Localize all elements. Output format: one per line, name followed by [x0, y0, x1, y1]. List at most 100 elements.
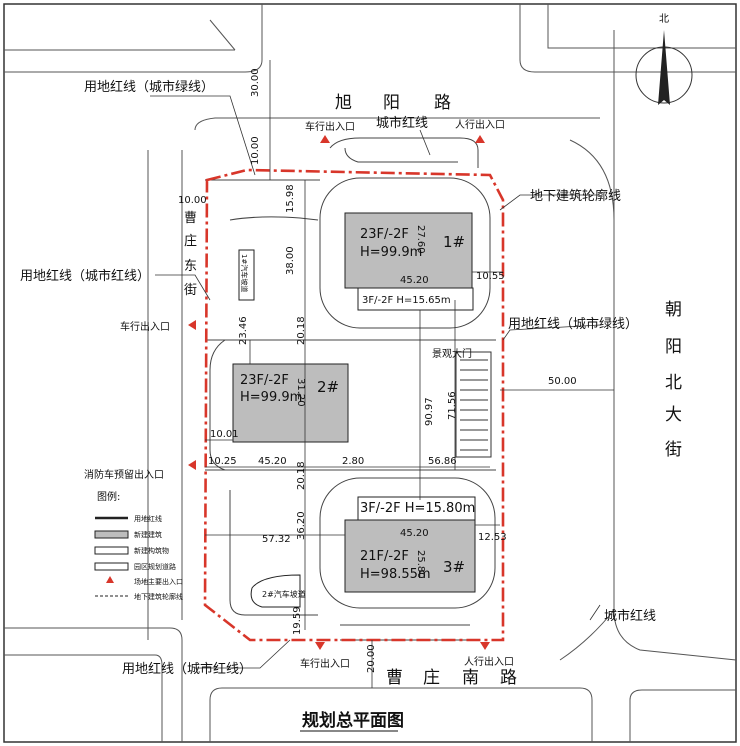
entry-markers: [188, 135, 490, 650]
dim-15-98: 15.98: [285, 184, 296, 213]
label-vehicle-entry-top: 车行出入口: [305, 120, 355, 133]
legend-item-5: 场地主要出入口: [134, 577, 183, 586]
road-north-char-1: 旭: [335, 93, 354, 113]
north-label: 北: [659, 13, 669, 25]
b2-dim-v: 31.20: [295, 378, 306, 407]
dim-36-20: 36.20: [296, 511, 307, 540]
north-arrow-icon: 北: [635, 13, 693, 105]
b2-height: H=99.9m: [240, 390, 302, 405]
label-vehicle-entry-bottom: 车行出入口: [300, 657, 350, 670]
dim-90-97: 90.97: [424, 397, 435, 426]
road-west-char-2: 庄: [184, 233, 197, 249]
b3-number: 3#: [443, 558, 465, 576]
road-east-char-5: 街: [665, 440, 684, 460]
label-redline-green-top: 用地红线（城市绿线）: [84, 79, 214, 95]
label-pedestrian-entry-top: 人行出入口: [455, 118, 505, 131]
road-south-char-2: 庄: [423, 668, 442, 688]
label-underground-outline: 地下建筑轮廓线: [530, 188, 621, 204]
b3-height: H=98.55m: [360, 567, 431, 582]
building-2: [232, 363, 349, 443]
b3-dim-h: 45.20: [400, 528, 429, 539]
leader-lines: [150, 95, 601, 669]
dim-71-56: 71.56: [447, 391, 458, 420]
dim-19-59: 19.59: [292, 606, 303, 635]
b2-spec: 23F/-2F: [240, 373, 289, 388]
b1-podium: 3F/-2F H=15.65m: [362, 295, 451, 306]
b1-spec: 23F/-2F: [360, 227, 409, 242]
label-fire-entry: 消防车预留出入口: [84, 468, 164, 481]
legend-item-2: 新建建筑: [134, 530, 162, 539]
road-west-char-1: 曹: [184, 211, 197, 226]
road-south-char-1: 曹: [386, 668, 405, 688]
b3-podium: 3F/-2F H=15.80m: [360, 501, 475, 516]
dim-10-01: 10.01: [210, 429, 239, 440]
road-south-char-4: 路: [500, 668, 519, 688]
landscape-gate-structure: [455, 351, 492, 458]
dim-10-55: 10.55: [476, 271, 505, 282]
legend-item-6: 地下建筑轮廓线: [134, 592, 183, 601]
road-north-char-3: 路: [434, 93, 453, 113]
label-landscape-gate: 景观大门: [432, 347, 472, 360]
building-1-podium: [357, 287, 474, 311]
b3-spec: 21F/-2F: [360, 549, 409, 564]
drawing-title: 规划总平面图: [302, 710, 404, 731]
road-east: 朝 阳 北 大 街: [665, 300, 684, 460]
legend-title: 图例:: [97, 490, 120, 503]
ramp-2: [250, 574, 301, 608]
label-city-redline-right: 城市红线: [604, 608, 656, 624]
legend: 图例: 用地红线 新建建筑 新建构筑物 园区规划道路 场地主要出入口 地下建筑轮…: [94, 490, 183, 601]
label-vehicle-entry-left: 车行出入口: [120, 320, 170, 333]
building-1: [344, 212, 473, 289]
dim-45-20: 45.20: [258, 456, 287, 467]
label-ramp-1: 1#汽车坡道: [240, 254, 249, 292]
dim-20: 20.00: [366, 644, 377, 673]
label-ramp-2: 2#汽车坡道: [262, 589, 306, 599]
label-pedestrian-entry-bottom: 人行出入口: [464, 655, 514, 668]
label-redline-green-right: 用地红线（城市绿线）: [508, 316, 638, 332]
road-south-char-3: 南: [462, 668, 481, 688]
dim-30: 30.00: [250, 68, 261, 97]
label-redline-city-left: 用地红线（城市红线）: [20, 268, 150, 284]
road-south: 曹 庄 南 路: [386, 668, 519, 688]
road-north: 旭 阳 路: [335, 93, 453, 113]
road-curbs: [4, 4, 737, 742]
b1-height: H=99.9m: [360, 245, 422, 260]
dim-56-86: 56.86: [428, 456, 457, 467]
legend-item-1: 用地红线: [134, 514, 162, 523]
dim-10-top: 10.00: [250, 136, 261, 165]
building-3: [344, 519, 476, 593]
road-west-char-4: 街: [184, 283, 197, 298]
b1-dim-h: 45.20: [400, 275, 429, 286]
road-east-char-3: 北: [665, 373, 684, 393]
road-north-char-2: 阳: [383, 93, 402, 113]
dim-2-80: 2.80: [342, 456, 364, 467]
legend-swatches: [94, 516, 129, 597]
dim-57-32: 57.32: [262, 534, 291, 545]
dim-20-18-top: 20.18: [296, 316, 307, 345]
road-east-char-2: 阳: [665, 337, 684, 357]
road-east-char-1: 朝: [665, 300, 684, 320]
b1-number: 1#: [443, 233, 465, 251]
b3-dim-v: 25.80: [415, 550, 426, 579]
dim-10-25: 10.25: [208, 456, 237, 467]
b1-dim-v: 27.60: [415, 225, 426, 254]
dim-12-53: 12.53: [478, 532, 507, 543]
building-3-podium: [357, 496, 476, 521]
ramp-1: [238, 249, 255, 301]
dim-50: 50.00: [548, 376, 577, 387]
label-city-redline-top: 城市红线: [376, 115, 428, 131]
dim-38: 38.00: [285, 246, 296, 275]
site-red-line: [203, 168, 505, 642]
road-east-char-4: 大: [665, 405, 684, 425]
label-redline-city-bottom: 用地红线（城市红线）: [122, 661, 252, 677]
dim-10-left: 10.00: [178, 195, 207, 206]
dim-23-46: 23.46: [238, 316, 249, 345]
dim-20-18-bottom: 20.18: [296, 461, 307, 490]
b2-number: 2#: [317, 378, 339, 396]
road-west-char-3: 东: [184, 259, 197, 274]
legend-item-3: 新建构筑物: [134, 546, 169, 555]
drawing-border: [3, 3, 737, 743]
legend-item-4: 园区规划道路: [134, 562, 176, 571]
dimension-lines: [205, 60, 614, 688]
